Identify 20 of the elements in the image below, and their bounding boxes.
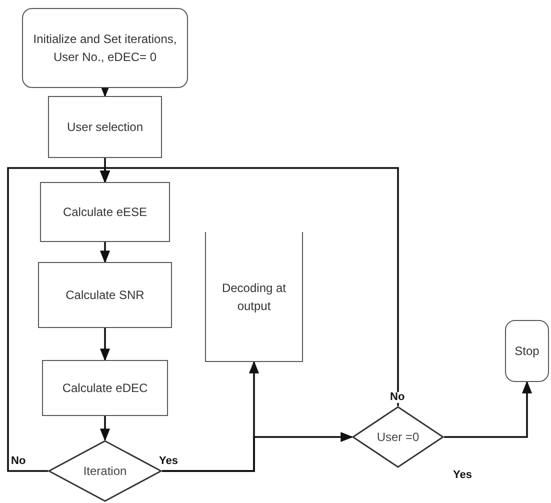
- connector-arrow: [100, 242, 110, 264]
- process-box: User selection: [48, 96, 162, 158]
- edge-label: Yes: [158, 456, 179, 467]
- connector-arrow: [100, 416, 110, 442]
- decision-label: User =0: [376, 430, 420, 444]
- decision-label: Iteration: [83, 464, 127, 478]
- terminal-box: Initialize and Set iterations, User No., eDEC= 0: [22, 8, 188, 88]
- connector-arrow: [162, 432, 354, 472]
- edge-label: No: [389, 392, 406, 403]
- connector-arrow: [444, 380, 532, 438]
- process-box: Decoding at output: [205, 232, 303, 362]
- edge-label: No: [10, 456, 27, 467]
- process-box: Calculate SNR: [38, 262, 172, 328]
- process-box: Calculate eDEC: [42, 360, 168, 416]
- terminal-box: Stop: [505, 320, 549, 382]
- edge-label: Yes: [452, 470, 473, 481]
- process-box: Calculate eESE: [40, 182, 170, 242]
- decision-diamond: [352, 406, 444, 468]
- connector-arrow: [100, 328, 110, 362]
- connector-arrow: [100, 167, 399, 406]
